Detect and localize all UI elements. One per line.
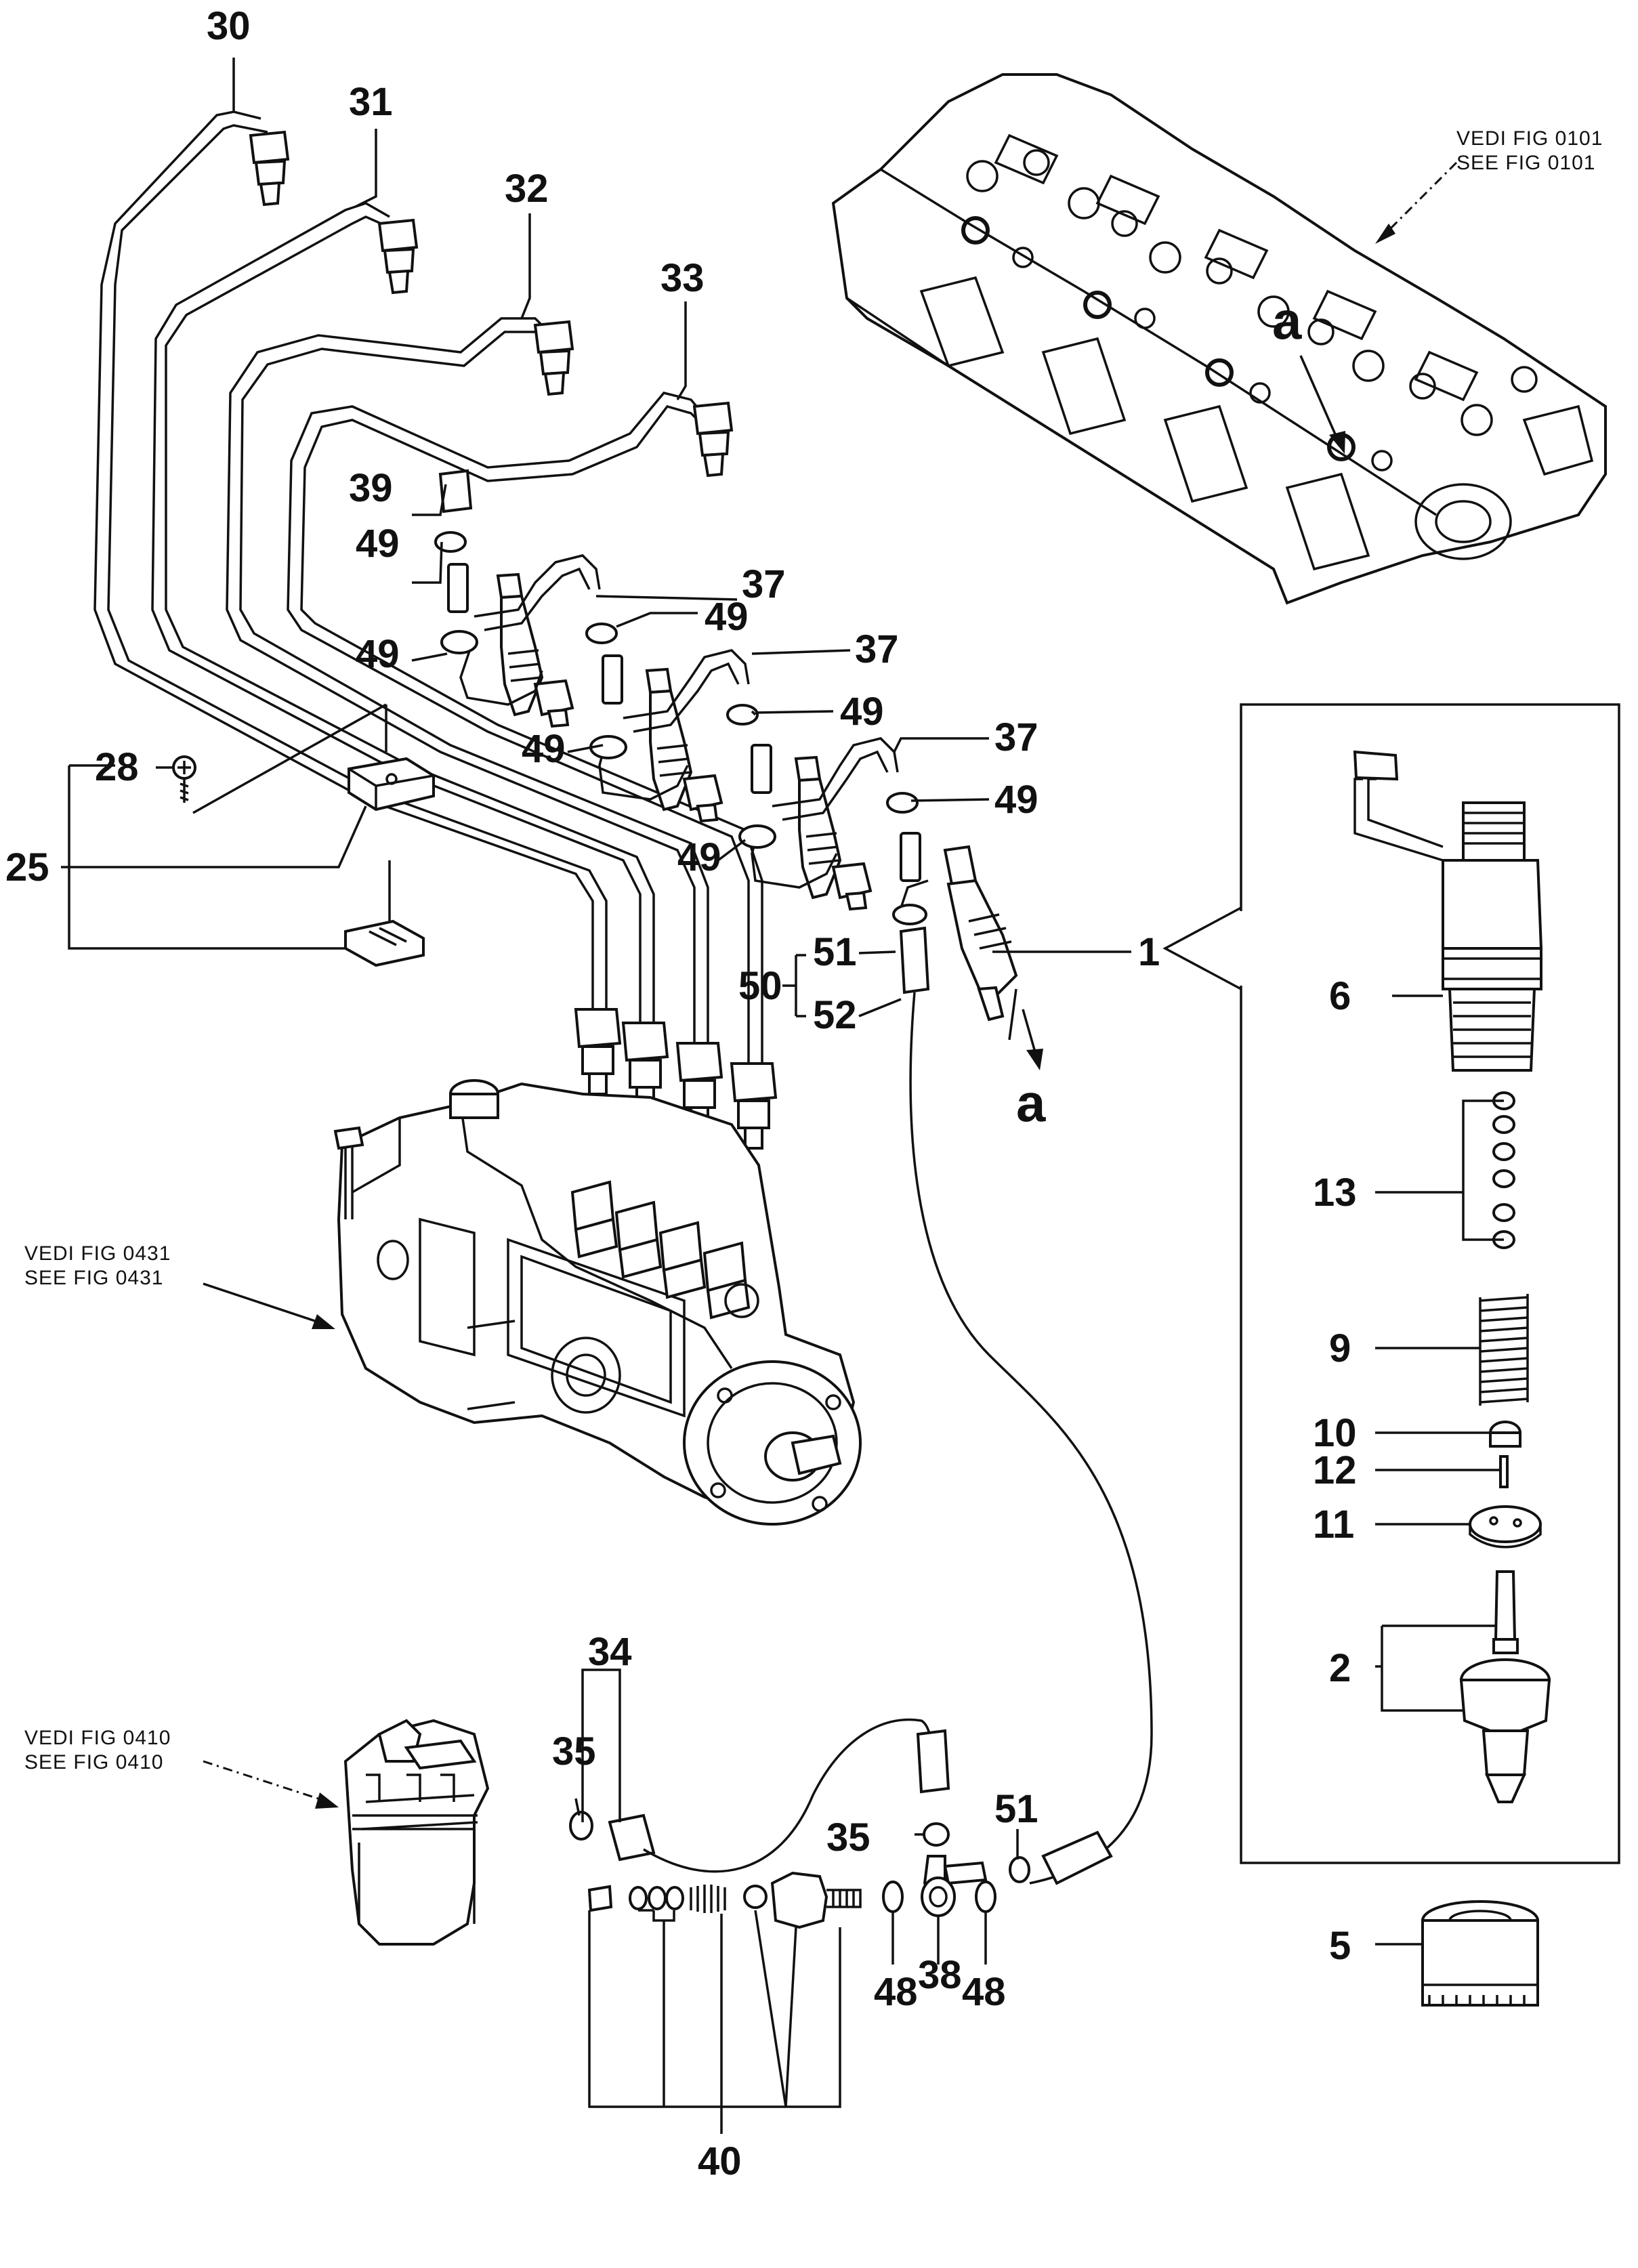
callout-37-a: 37: [742, 562, 786, 606]
callout-49-c: 49: [356, 632, 400, 676]
head-reference: VEDI FIG 0101 SEE FIG 0101: [1375, 127, 1603, 244]
callout-49-d: 49: [840, 690, 884, 734]
return-fittings: [569, 1718, 1113, 1929]
injector-detail: [1162, 703, 1620, 2007]
filter-ref-it: VEDI FIG 0410: [24, 1727, 171, 1749]
callout-39: 39: [349, 466, 393, 510]
pipe-clamp: [172, 703, 435, 967]
callout-40: 40: [698, 2139, 742, 2183]
callout-28: 28: [95, 745, 139, 789]
callout-34: 34: [588, 1630, 632, 1674]
callout-9: 9: [1329, 1326, 1351, 1370]
filter-ref-en: SEE FIG 0410: [24, 1751, 163, 1773]
callout-49-f: 49: [994, 778, 1038, 822]
pipe-end-fittings: [249, 130, 734, 478]
callout-1: 1: [1138, 930, 1160, 974]
callout-49-a: 49: [356, 522, 400, 566]
pump-ref-en: SEE FIG 0431: [24, 1267, 163, 1289]
callout-51-a: 51: [813, 930, 857, 974]
callout-12: 12: [1313, 1448, 1357, 1492]
callout-31: 31: [349, 80, 393, 124]
head-ref-it: VEDI FIG 0101: [1456, 127, 1603, 150]
callout-33: 33: [660, 256, 705, 300]
callout-48-a: 48: [874, 1970, 918, 2014]
injection-pipes: [93, 110, 763, 1064]
callout-35-b: 35: [826, 1815, 870, 1860]
leader-lines: [61, 58, 1500, 2134]
callout-51-b: 51: [994, 1787, 1038, 1831]
callout-49-g: 49: [677, 835, 721, 879]
callout-2: 2: [1329, 1646, 1351, 1690]
callout-10: 10: [1313, 1411, 1357, 1455]
filter-reference: VEDI FIG 0410 SEE FIG 0410: [24, 1727, 339, 1809]
fuel-filter: [343, 1719, 490, 1946]
injection-pump: [333, 1079, 862, 1526]
injectors: [496, 572, 1018, 1022]
pump-pipe-fittings: [574, 1008, 778, 1150]
callout-35-a: 35: [552, 1729, 596, 1773]
pump-reference: VEDI FIG 0431 SEE FIG 0431: [24, 1242, 335, 1329]
callout-50: 50: [738, 964, 782, 1008]
callout-6: 6: [1329, 974, 1351, 1018]
callout-30: 30: [207, 4, 251, 48]
callout-37-c: 37: [994, 715, 1038, 759]
callouts: 30 31 32 33 39 49 37 49 49 37 49 49 37 4…: [5, 4, 1357, 2183]
callout-25: 25: [5, 845, 49, 889]
callout-a-detail: a: [1016, 1073, 1046, 1133]
callout-37-b: 37: [855, 627, 899, 671]
head-ref-en: SEE FIG 0101: [1456, 152, 1595, 174]
callout-13: 13: [1313, 1171, 1357, 1215]
arrow-a: [1022, 355, 1345, 1070]
callout-5: 5: [1329, 1924, 1351, 1968]
callout-38: 38: [918, 1953, 962, 1997]
callout-48-b: 48: [962, 1970, 1006, 2014]
callout-11: 11: [1313, 1503, 1354, 1547]
cylinder-head: [831, 73, 1607, 605]
callout-a-head: a: [1272, 291, 1302, 350]
pump-ref-it: VEDI FIG 0431: [24, 1242, 171, 1265]
callout-49-e: 49: [522, 727, 566, 771]
callout-32: 32: [505, 167, 549, 211]
screw-28: [172, 703, 387, 814]
callout-52: 52: [813, 993, 857, 1037]
callout-49-b: 49: [705, 595, 749, 639]
